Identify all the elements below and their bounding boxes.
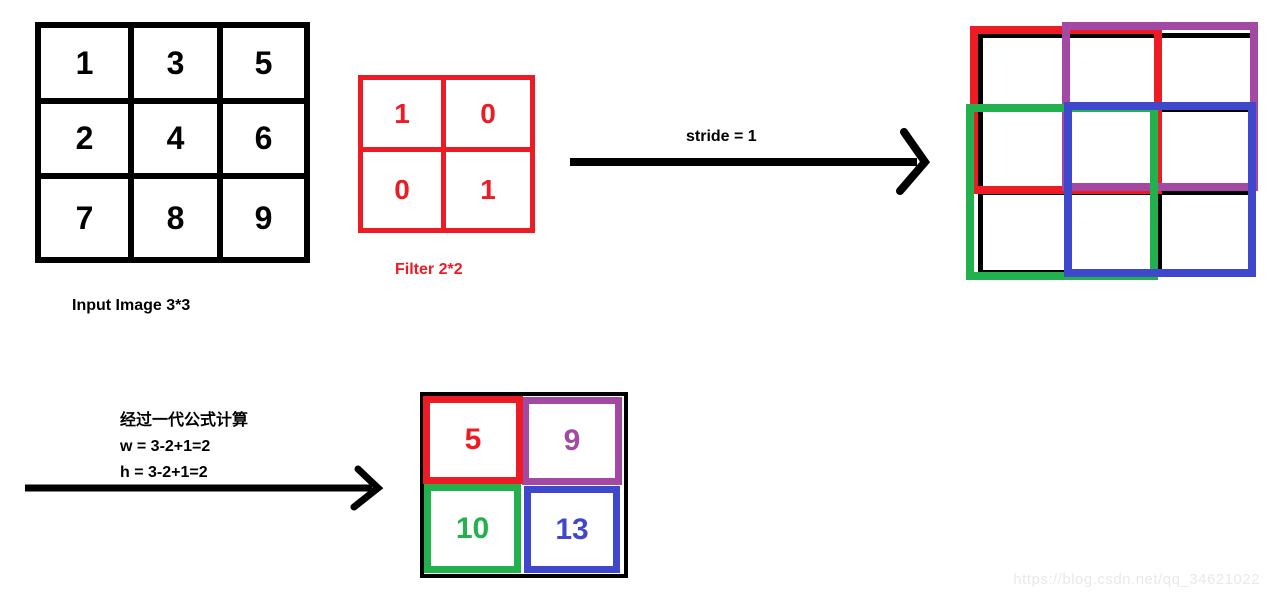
input-grid-cell: 8: [134, 179, 223, 257]
output-grid: 5 9 10 13: [420, 392, 628, 578]
filter-grid-cell: 1: [480, 174, 496, 205]
input-grid-cell: 7: [41, 179, 134, 257]
input-image-grid: 1 3 5 2 4 6 7 8 9: [35, 22, 310, 263]
formula-text-block: 经过一代公式计算 w = 3-2+1=2 h = 3-2+1=2: [120, 410, 248, 488]
formula-line-cn: 经过一代公式计算: [120, 412, 249, 429]
formula-line-w: w = 3-2+1=2: [120, 438, 211, 455]
input-grid-cell: 5: [223, 28, 304, 104]
input-grid-cell: 1: [41, 28, 134, 104]
output-cell-purple: 9: [522, 397, 622, 485]
filter-caption: Filter 2*2: [395, 261, 463, 278]
input-grid-cell: 6: [223, 104, 304, 179]
watermark: https://blog.csdn.net/qq_34621022: [1013, 571, 1260, 588]
input-grid-cell: 3: [134, 28, 223, 104]
input-image-caption: Input Image 3*3: [72, 297, 191, 314]
formula-arrow-icon: [25, 465, 384, 511]
input-grid-cell: 2: [41, 104, 134, 179]
input-grid-cell: 9: [254, 199, 273, 236]
filter-grid-cell: 0: [363, 152, 446, 228]
input-grid-cell: 4: [134, 104, 223, 179]
window-green-bottom-left: [966, 104, 1158, 280]
filter-grid-cell: 0: [446, 80, 530, 152]
formula-line-h: h = 3-2+1=2: [120, 464, 208, 481]
output-cell-red: 5: [423, 396, 523, 484]
filter-grid: 1 0 0 1: [358, 75, 535, 233]
stride-arrow-icon: [570, 128, 931, 195]
window-blue-bottom-right: [1064, 102, 1256, 277]
output-cell-green: 10: [424, 484, 521, 573]
filter-grid-cell: 1: [363, 80, 446, 152]
stride-label: stride = 1: [686, 128, 757, 145]
output-cell-blue: 13: [524, 486, 620, 573]
sliding-windows-figure: [966, 20, 1262, 284]
